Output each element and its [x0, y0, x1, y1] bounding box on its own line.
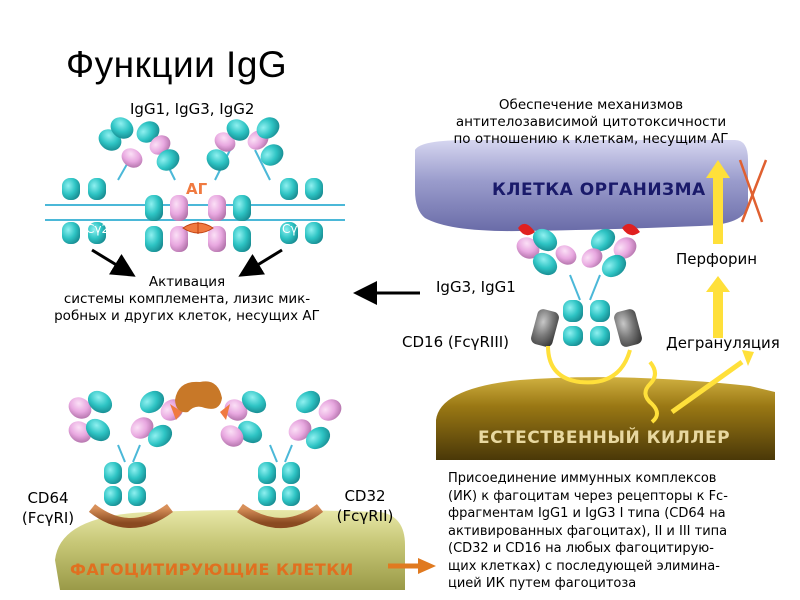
cd16-label: CD16 (FcγRIII): [402, 333, 510, 351]
body-cell: [415, 140, 748, 232]
degranulation-label: Дегрануляция: [666, 334, 780, 352]
activation-line-3: робных и других клеток, несущих АГ: [54, 308, 320, 324]
igg-top-label: IgG1, IgG3, IgG2: [130, 100, 255, 118]
nk-cell-label: ЕСТЕСТВЕННЫЙ КИЛЛЕР: [478, 428, 731, 448]
complexes-line-7: цией ИК путем фагоцитоза: [448, 576, 637, 591]
adcc-text: Обеспечение механизмов антителозависимой…: [446, 97, 736, 148]
cd64-line-2: (FcγRI): [21, 509, 75, 527]
complexes-line-1: Присоединение иммунных комплексов: [448, 471, 717, 486]
arrow-degranulation-diagonal: [670, 359, 744, 415]
body-cell-label: КЛЕТКА ОРГАНИЗМА: [492, 180, 706, 200]
immune-complex-phagocyte: [68, 381, 342, 528]
cd32-line-2: (FcγRII): [336, 507, 394, 525]
cd64-label: CD64 (FcγRI): [18, 488, 78, 528]
cross-mark: [738, 159, 764, 223]
perforin-label: Перфорин: [676, 250, 758, 268]
complexes-text: Присоединение иммунных комплексов (ИК) к…: [448, 470, 788, 593]
ch2-right-label: Cγ2: [282, 222, 306, 236]
cd64-line-1: CD64: [27, 489, 69, 507]
arrow-perforin: [713, 176, 723, 244]
adcc-line-1: Обеспечение механизмов: [498, 97, 684, 113]
complexes-line-5: (CD32 и CD16 на любых фагоцитирую-: [448, 541, 714, 556]
complexes-line-4: активированных фагоцитах), II и III типа: [448, 523, 728, 539]
arrow-left-activation: [91, 248, 136, 277]
cd32-line-1: CD32: [344, 487, 386, 505]
igg-adcc: [516, 223, 659, 424]
phagocyte-label: ФАГОЦИТИРУЮЩИЕ КЛЕТКИ: [70, 560, 354, 579]
activation-text: Активация системы комплемента, лизис мик…: [42, 274, 332, 325]
activation-line-1: Активация: [148, 274, 226, 290]
activation-line-2: системы комплемента, лизис мик-: [63, 291, 311, 307]
arrow-degranulation-vertical: [713, 290, 723, 338]
phagocyte-cell: [55, 510, 405, 590]
complexes-line-6: щих клетках) с последующей элимина-: [448, 558, 720, 574]
igg3-igg1-label: IgG3, IgG1: [436, 278, 516, 296]
ch2-left-label: Cγ2: [86, 222, 110, 236]
igg-complement-cluster: [45, 117, 345, 252]
adcc-line-2: антителозависимой цитотоксичности: [455, 114, 727, 130]
antigen-label: АГ: [186, 180, 208, 198]
adcc-line-3: по отношению к клеткам, несущим АГ: [453, 131, 729, 147]
cd32-label: CD32 (FcγRII): [330, 486, 400, 526]
page-title: Функции IgG: [66, 44, 288, 85]
complexes-line-3: фрагментам IgG1 и IgG3 I типа (CD64 на: [448, 506, 726, 521]
arrow-right-activation: [238, 248, 283, 277]
complexes-line-2: (ИК) к фагоцитам через рецепторы к Fc-: [448, 488, 728, 504]
